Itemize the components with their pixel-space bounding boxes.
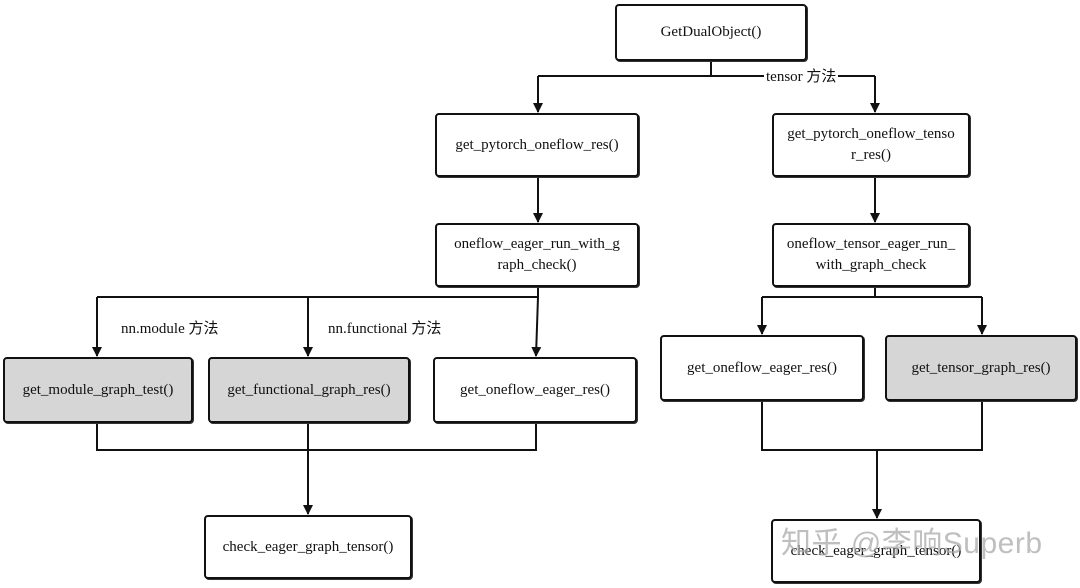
watermark-text: 知乎 @李响Superb bbox=[781, 527, 1043, 560]
node-check-eager-graph-tensor-left: check_eager_graph_tensor() bbox=[204, 515, 412, 579]
node-get-oneflow-eager-res-left: get_oneflow_eager_res() bbox=[433, 357, 637, 423]
node-oneflow-tensor-eager-run-with-graph-check-line1: oneflow_tensor_eager_run_ bbox=[786, 236, 956, 252]
node-oneflow-eager-run-with-graph-check-line2: raph_check() bbox=[497, 257, 577, 273]
node-get-oneflow-eager-res-right: get_oneflow_eager_res() bbox=[660, 335, 864, 401]
node-oneflow-eager-run-with-graph-check: oneflow_eager_run_with_g raph_check() bbox=[435, 223, 639, 287]
node-get-pytorch-oneflow-res: get_pytorch_oneflow_res() bbox=[435, 113, 639, 177]
node-check-eager-graph-tensor-left-text: check_eager_graph_tensor() bbox=[222, 538, 394, 555]
node-get-module-graph-test: get_module_graph_test() bbox=[3, 357, 193, 423]
edge-right-check-split bbox=[762, 286, 982, 298]
node-get-functional-graph-res: get_functional_graph_res() bbox=[208, 357, 410, 423]
edge-left-merge bbox=[96, 424, 537, 451]
edge-label-functional-method: nn.functional 方法 bbox=[328, 317, 442, 338]
node-oneflow-tensor-eager-run-with-graph-check: oneflow_tensor_eager_run_ with_graph_che… bbox=[772, 223, 970, 287]
node-get-oneflow-eager-res-right-text: get_oneflow_eager_res() bbox=[687, 359, 837, 376]
node-oneflow-tensor-eager-run-with-graph-check-line2: with_graph_check bbox=[815, 257, 927, 273]
node-get-pytorch-oneflow-tensor-res: get_pytorch_oneflow_tenso r_res() bbox=[772, 113, 970, 177]
node-get-module-graph-test-text: get_module_graph_test() bbox=[22, 381, 174, 398]
edge-to-left-eager bbox=[531, 296, 542, 357]
node-get-pytorch-oneflow-res-text: get_pytorch_oneflow_res() bbox=[455, 136, 619, 153]
node-check-eager-graph-tensor-right: check_eager_graph_tensor() bbox=[771, 519, 981, 583]
node-check-eager-graph-tensor-right-text: check_eager_graph_tensor() bbox=[790, 542, 962, 559]
edge-label-tensor-method: tensor 方法 bbox=[764, 65, 839, 86]
node-get-dual-object-text: GetDualObject() bbox=[660, 24, 762, 40]
edge-label-module-method: nn.module 方法 bbox=[121, 317, 219, 338]
node-get-pytorch-oneflow-tensor-res-line2: r_res() bbox=[851, 147, 891, 163]
node-get-functional-graph-res-text: get_functional_graph_res() bbox=[227, 381, 391, 398]
node-get-oneflow-eager-res-left-text: get_oneflow_eager_res() bbox=[460, 381, 610, 398]
node-get-dual-object: GetDualObject() bbox=[615, 4, 807, 61]
node-get-tensor-graph-res: get_tensor_graph_res() bbox=[885, 335, 1077, 401]
node-get-pytorch-oneflow-tensor-res-line1: get_pytorch_oneflow_tenso bbox=[787, 126, 955, 142]
edge-right-merge bbox=[761, 400, 983, 518]
node-oneflow-eager-run-with-graph-check-line1: oneflow_eager_run_with_g bbox=[454, 236, 620, 252]
node-get-tensor-graph-res-text: get_tensor_graph_res() bbox=[911, 359, 1051, 376]
edge-left-check-split bbox=[97, 286, 539, 298]
